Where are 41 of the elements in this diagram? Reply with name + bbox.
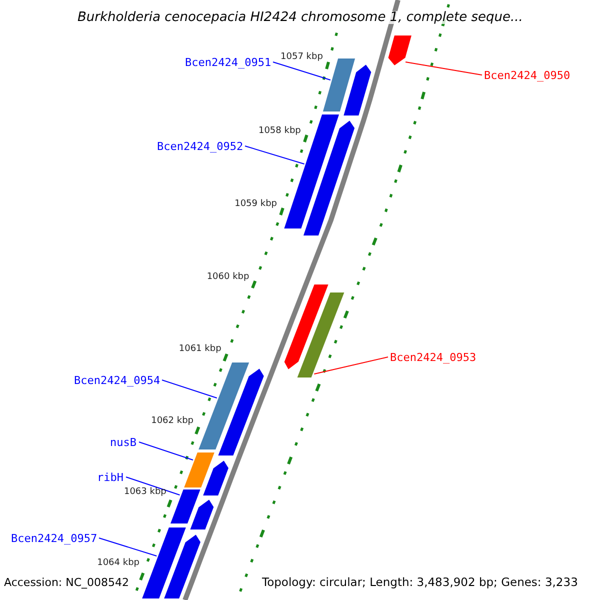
gene-block	[188, 498, 215, 530]
gene-label: nusB	[110, 436, 136, 448]
leader-line	[138, 442, 194, 460]
gene-label: Bcen2424_0951	[185, 56, 272, 68]
scale-label: 1060 kbp	[206, 273, 250, 282]
leader-line	[405, 62, 482, 76]
scale-label: 1064 kbp	[97, 559, 140, 568]
gene-label: Bcen2424_0953	[390, 352, 476, 362]
title: Burkholderia cenocepacia HI2424 chromosome 1, complete seque...	[78, 11, 523, 24]
gene-block	[342, 63, 372, 116]
footer-text: Topology: circular; Length: 3,483,902 bp; Genes: 3,233	[262, 577, 578, 588]
gene-block	[162, 533, 202, 600]
gene-bar	[182, 452, 216, 488]
gene-bar	[169, 488, 202, 524]
gene-label: Bcen2424_0957	[11, 532, 98, 544]
gene-block	[302, 119, 356, 236]
leader-line	[162, 380, 218, 398]
leader-line	[272, 62, 331, 80]
gene-bar	[282, 114, 340, 230]
gene-label: ribH	[97, 472, 124, 482]
gene-block	[283, 284, 330, 371]
gene-bar	[296, 292, 346, 378]
scale-label: 1062 kbp	[151, 417, 194, 426]
gene-bar	[140, 526, 188, 600]
leader-line	[126, 476, 180, 496]
gene-label: Bcen2424_0952	[157, 140, 244, 152]
gene-label: Bcen2424_0950	[484, 70, 570, 80]
scale-label: 1059 kbp	[234, 200, 277, 209]
footer-text: Accession: NC_008542	[4, 577, 130, 588]
gene-label: Bcen2424_0954	[74, 374, 160, 386]
scale-label: 1057 kbp	[280, 53, 323, 62]
scale-label: 1063 kbp	[124, 488, 166, 497]
leader-line	[98, 538, 158, 556]
gene-block	[387, 34, 413, 67]
gene-bar	[322, 58, 356, 112]
leader-line	[314, 356, 388, 374]
gene-bar	[197, 362, 251, 450]
scale-label: 1061 kbp	[178, 345, 222, 354]
gene-block	[216, 367, 265, 456]
scale-label: 1058 kbp	[258, 127, 301, 136]
gene-block	[202, 459, 230, 496]
